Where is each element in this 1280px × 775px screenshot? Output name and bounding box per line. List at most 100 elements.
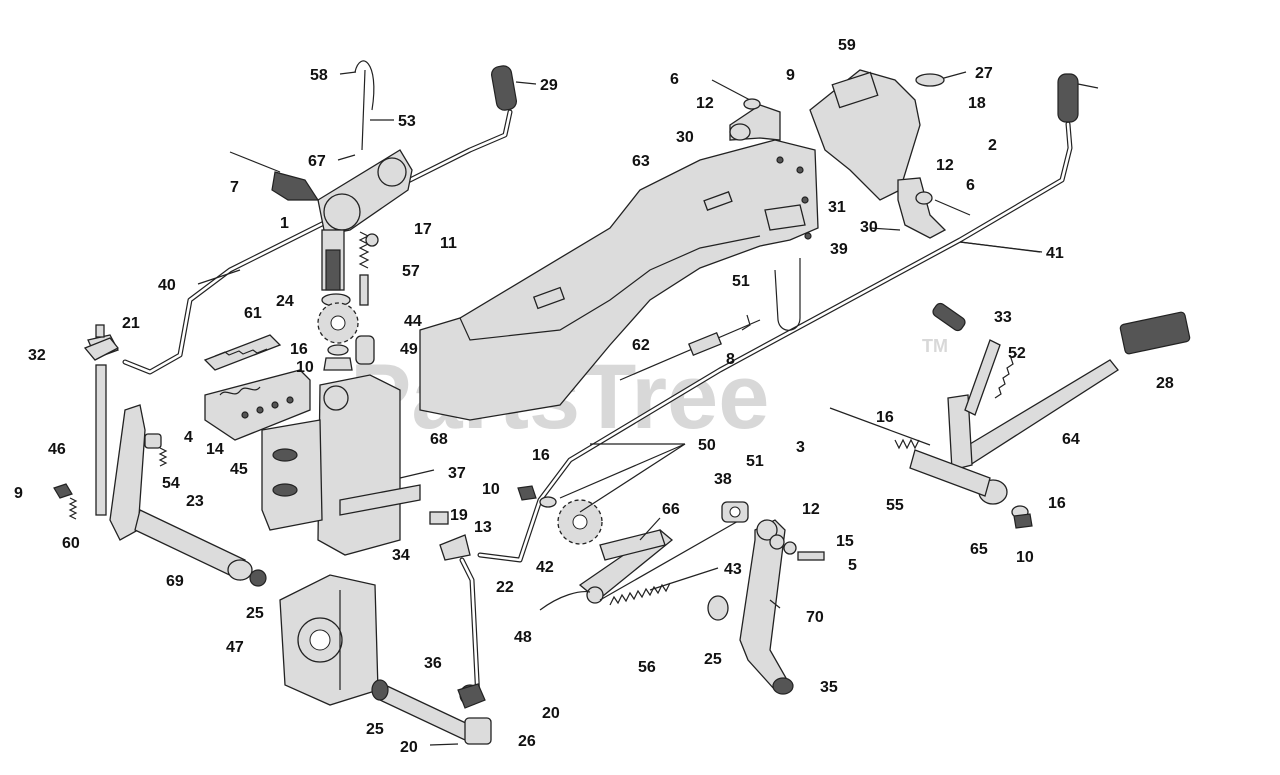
callout-24[interactable]: 24 — [276, 293, 294, 310]
callout-11[interactable]: 11 — [440, 235, 457, 252]
callout-58[interactable]: 58 — [310, 67, 328, 84]
callout-3[interactable]: 3 — [796, 439, 805, 456]
rod-43 — [599, 519, 741, 606]
callout-25-bottom[interactable]: 25 — [366, 721, 384, 738]
bracket-30-upper — [711, 79, 781, 141]
callout-68[interactable]: 68 — [430, 431, 448, 448]
callout-39[interactable]: 39 — [830, 241, 848, 258]
callout-10-left[interactable]: 10 — [296, 359, 314, 376]
steering-bracket — [317, 60, 413, 291]
callout-29-left[interactable]: 29 — [540, 77, 558, 94]
callout-54[interactable]: 54 — [162, 475, 180, 492]
callout-17[interactable]: 17 — [414, 221, 432, 238]
callout-69[interactable]: 69 — [166, 573, 184, 590]
callout-9-top[interactable]: 9 — [786, 67, 795, 84]
bracket-30-lower — [897, 177, 971, 239]
callout-16-mid[interactable]: 16 — [532, 447, 550, 464]
callout-35[interactable]: 35 — [820, 679, 838, 696]
callout-7[interactable]: 7 — [230, 179, 239, 196]
callout-42[interactable]: 42 — [536, 559, 554, 576]
callout-16-right-top[interactable]: 16 — [876, 409, 894, 426]
callout-31[interactable]: 31 — [828, 199, 846, 216]
callout-6-right[interactable]: 6 — [966, 177, 975, 194]
callout-5[interactable]: 5 — [848, 557, 857, 574]
callout-37[interactable]: 37 — [448, 465, 466, 482]
callout-23[interactable]: 23 — [186, 493, 204, 510]
callout-36[interactable]: 36 — [424, 655, 442, 672]
callout-38[interactable]: 38 — [714, 471, 732, 488]
shift-lever-right — [477, 73, 1079, 563]
nut-group-left — [323, 344, 353, 371]
callout-13[interactable]: 13 — [474, 519, 492, 536]
callout-61[interactable]: 61 — [244, 305, 262, 322]
pedal-assembly-64 — [829, 302, 1191, 529]
callout-53[interactable]: 53 — [398, 113, 416, 130]
callout-60[interactable]: 60 — [62, 535, 80, 552]
callout-21[interactable]: 21 — [122, 315, 140, 332]
shift-plate — [203, 334, 282, 371]
callout-51-top[interactable]: 51 — [732, 273, 750, 290]
callout-2[interactable]: 2 — [988, 137, 997, 154]
callout-59[interactable]: 59 — [838, 37, 856, 54]
callout-9-left[interactable]: 9 — [14, 485, 23, 502]
callout-64[interactable]: 64 — [1062, 431, 1080, 448]
callout-14[interactable]: 14 — [206, 441, 224, 458]
callout-4[interactable]: 4 — [184, 429, 193, 446]
callout-51-mid[interactable]: 51 — [746, 453, 764, 470]
callout-66[interactable]: 66 — [662, 501, 680, 518]
callout-20-bottom[interactable]: 20 — [400, 739, 418, 756]
u-bolt-39 — [774, 258, 801, 331]
callout-12-top[interactable]: 12 — [696, 95, 714, 112]
callout-50[interactable]: 50 — [698, 437, 716, 454]
callout-10-mid[interactable]: 10 — [482, 481, 500, 498]
collar-38 — [721, 501, 749, 523]
callout-27[interactable]: 27 — [975, 65, 993, 82]
main-frame — [419, 139, 819, 421]
callout-25-left[interactable]: 25 — [246, 605, 264, 622]
callout-28[interactable]: 28 — [1156, 375, 1174, 392]
callout-34[interactable]: 34 — [392, 547, 410, 564]
callout-19[interactable]: 19 — [450, 507, 468, 524]
seat-bracket-31 — [809, 69, 945, 201]
callout-6-top[interactable]: 6 — [670, 71, 679, 88]
callout-47[interactable]: 47 — [226, 639, 244, 656]
callout-22[interactable]: 22 — [496, 579, 514, 596]
callout-56[interactable]: 56 — [638, 659, 656, 676]
callout-46[interactable]: 46 — [48, 441, 66, 458]
callout-32[interactable]: 32 — [28, 347, 46, 364]
callout-52[interactable]: 52 — [1008, 345, 1026, 362]
callout-40[interactable]: 40 — [158, 277, 176, 294]
callout-70[interactable]: 70 — [806, 609, 824, 626]
callout-30-right[interactable]: 30 — [860, 219, 878, 236]
callout-45[interactable]: 45 — [230, 461, 248, 478]
callout-57[interactable]: 57 — [402, 263, 420, 280]
callout-25-right[interactable]: 25 — [704, 651, 722, 668]
callout-63[interactable]: 63 — [632, 153, 650, 170]
callout-44[interactable]: 44 — [404, 313, 422, 330]
gate-plate — [204, 369, 311, 441]
callout-62[interactable]: 62 — [632, 337, 650, 354]
callout-65[interactable]: 65 — [970, 541, 988, 558]
callout-8[interactable]: 8 — [726, 351, 735, 368]
leader-lines — [197, 71, 1099, 746]
callout-16-right[interactable]: 16 — [1048, 495, 1066, 512]
callout-10-right[interactable]: 10 — [1016, 549, 1034, 566]
callout-55[interactable]: 55 — [886, 497, 904, 514]
callout-12-right[interactable]: 12 — [936, 157, 954, 174]
callout-49[interactable]: 49 — [400, 341, 418, 358]
callout-18[interactable]: 18 — [968, 95, 986, 112]
shift-fork-36 — [457, 683, 486, 709]
callout-33[interactable]: 33 — [994, 309, 1012, 326]
callout-16-left[interactable]: 16 — [290, 341, 308, 358]
callout-12-bottom[interactable]: 12 — [802, 501, 820, 518]
callout-30-top[interactable]: 30 — [676, 129, 694, 146]
callout-43[interactable]: 43 — [724, 561, 742, 578]
callout-67[interactable]: 67 — [308, 153, 326, 170]
callout-26[interactable]: 26 — [518, 733, 536, 750]
callout-15[interactable]: 15 — [836, 533, 854, 550]
callout-1[interactable]: 1 — [280, 215, 289, 232]
callout-41[interactable]: 41 — [1046, 245, 1064, 262]
callout-48[interactable]: 48 — [514, 629, 532, 646]
callout-20-right[interactable]: 20 — [542, 705, 560, 722]
